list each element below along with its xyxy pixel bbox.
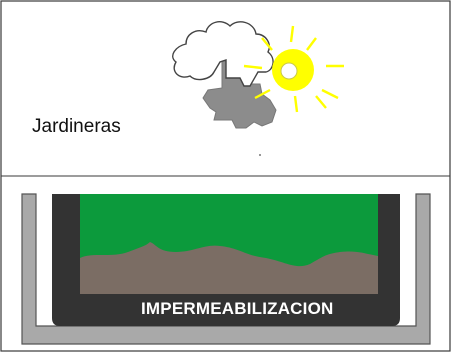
cloud-shadow-icon [202, 56, 277, 129]
waterproofing-label: IMPERMEABILIZACION [141, 299, 334, 318]
soil-layer [80, 242, 378, 294]
concrete-wall [21, 193, 431, 345]
cloud-icon [172, 21, 274, 87]
page-title: Jardineras [32, 116, 121, 137]
sun-icon [243, 25, 344, 113]
dot-mark [259, 154, 261, 156]
